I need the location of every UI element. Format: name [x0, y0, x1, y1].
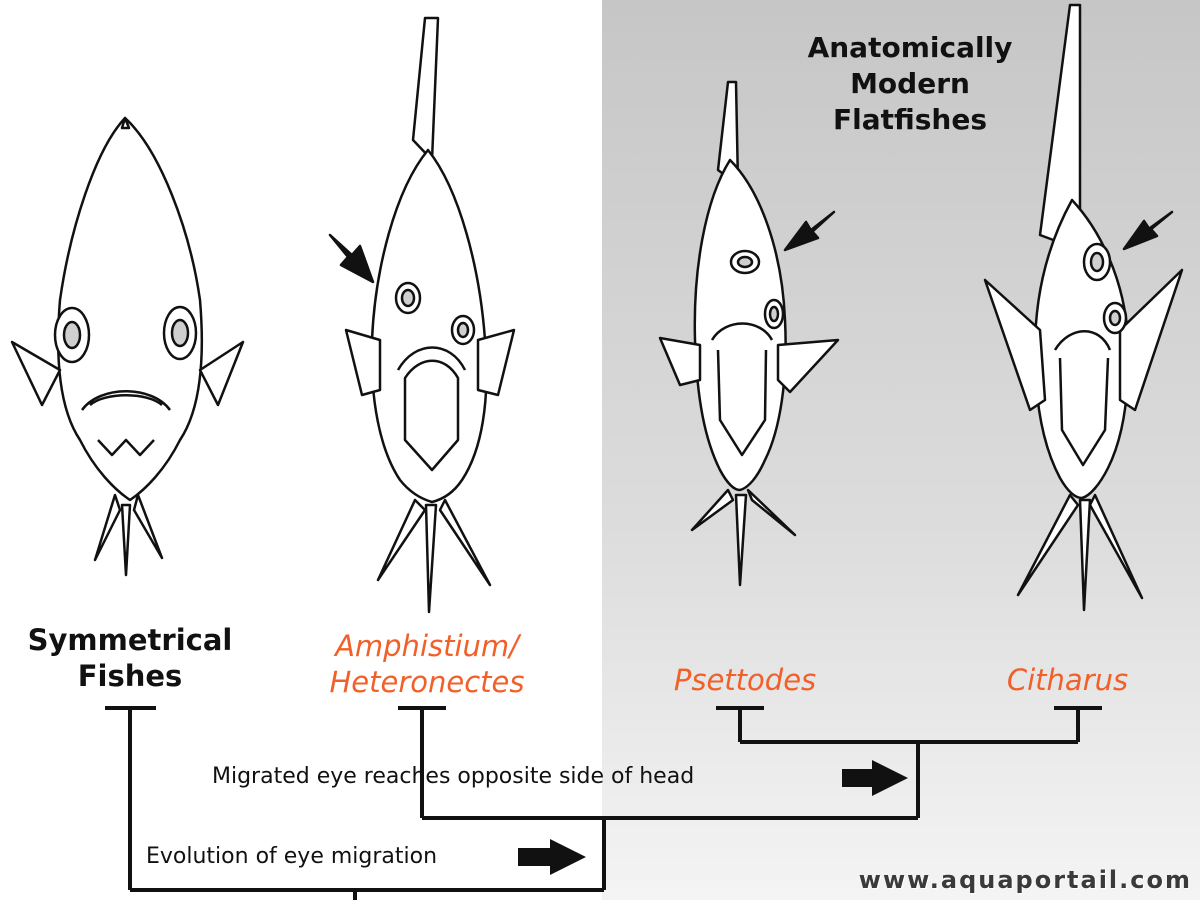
note-evolution: Evolution of eye migration — [146, 844, 438, 869]
amphistium-fish-drawing — [328, 16, 516, 614]
title-line: Anatomically — [807, 31, 1013, 64]
note-migrated-eye: Migrated eye reaches opposite side of he… — [212, 764, 695, 789]
taxon-label-line: Citharus — [1006, 663, 1129, 697]
taxon-label-line: Heteronectes — [329, 665, 525, 699]
watermark: www.aquaportail.com — [858, 866, 1192, 894]
taxon-label-amphistium: Amphistium/ Heteronectes — [292, 628, 562, 700]
taxon-label-symmetrical: Symmetrical Fishes — [5, 622, 255, 694]
symmetrical-fish-drawing — [10, 116, 245, 577]
taxon-label-line: Symmetrical — [27, 623, 233, 657]
arrow-right-icon — [518, 839, 586, 875]
taxon-label-psettodes: Psettodes — [640, 662, 850, 698]
taxon-label-line: Fishes — [77, 659, 183, 693]
taxon-label-line: Psettodes — [673, 663, 817, 697]
taxon-label-citharus: Citharus — [980, 662, 1155, 698]
title-line: Flatfishes — [832, 103, 987, 136]
psettodes-fish-drawing — [658, 80, 840, 587]
taxon-label-line: Amphistium/ — [335, 629, 519, 663]
modern-flatfishes-title: Anatomically Modern Flatfishes — [760, 30, 1060, 138]
citharus-fish-drawing — [983, 3, 1184, 612]
cladogram-tree — [105, 706, 1102, 900]
title-line: Modern — [850, 67, 970, 100]
arrow-right-icon — [842, 760, 908, 796]
